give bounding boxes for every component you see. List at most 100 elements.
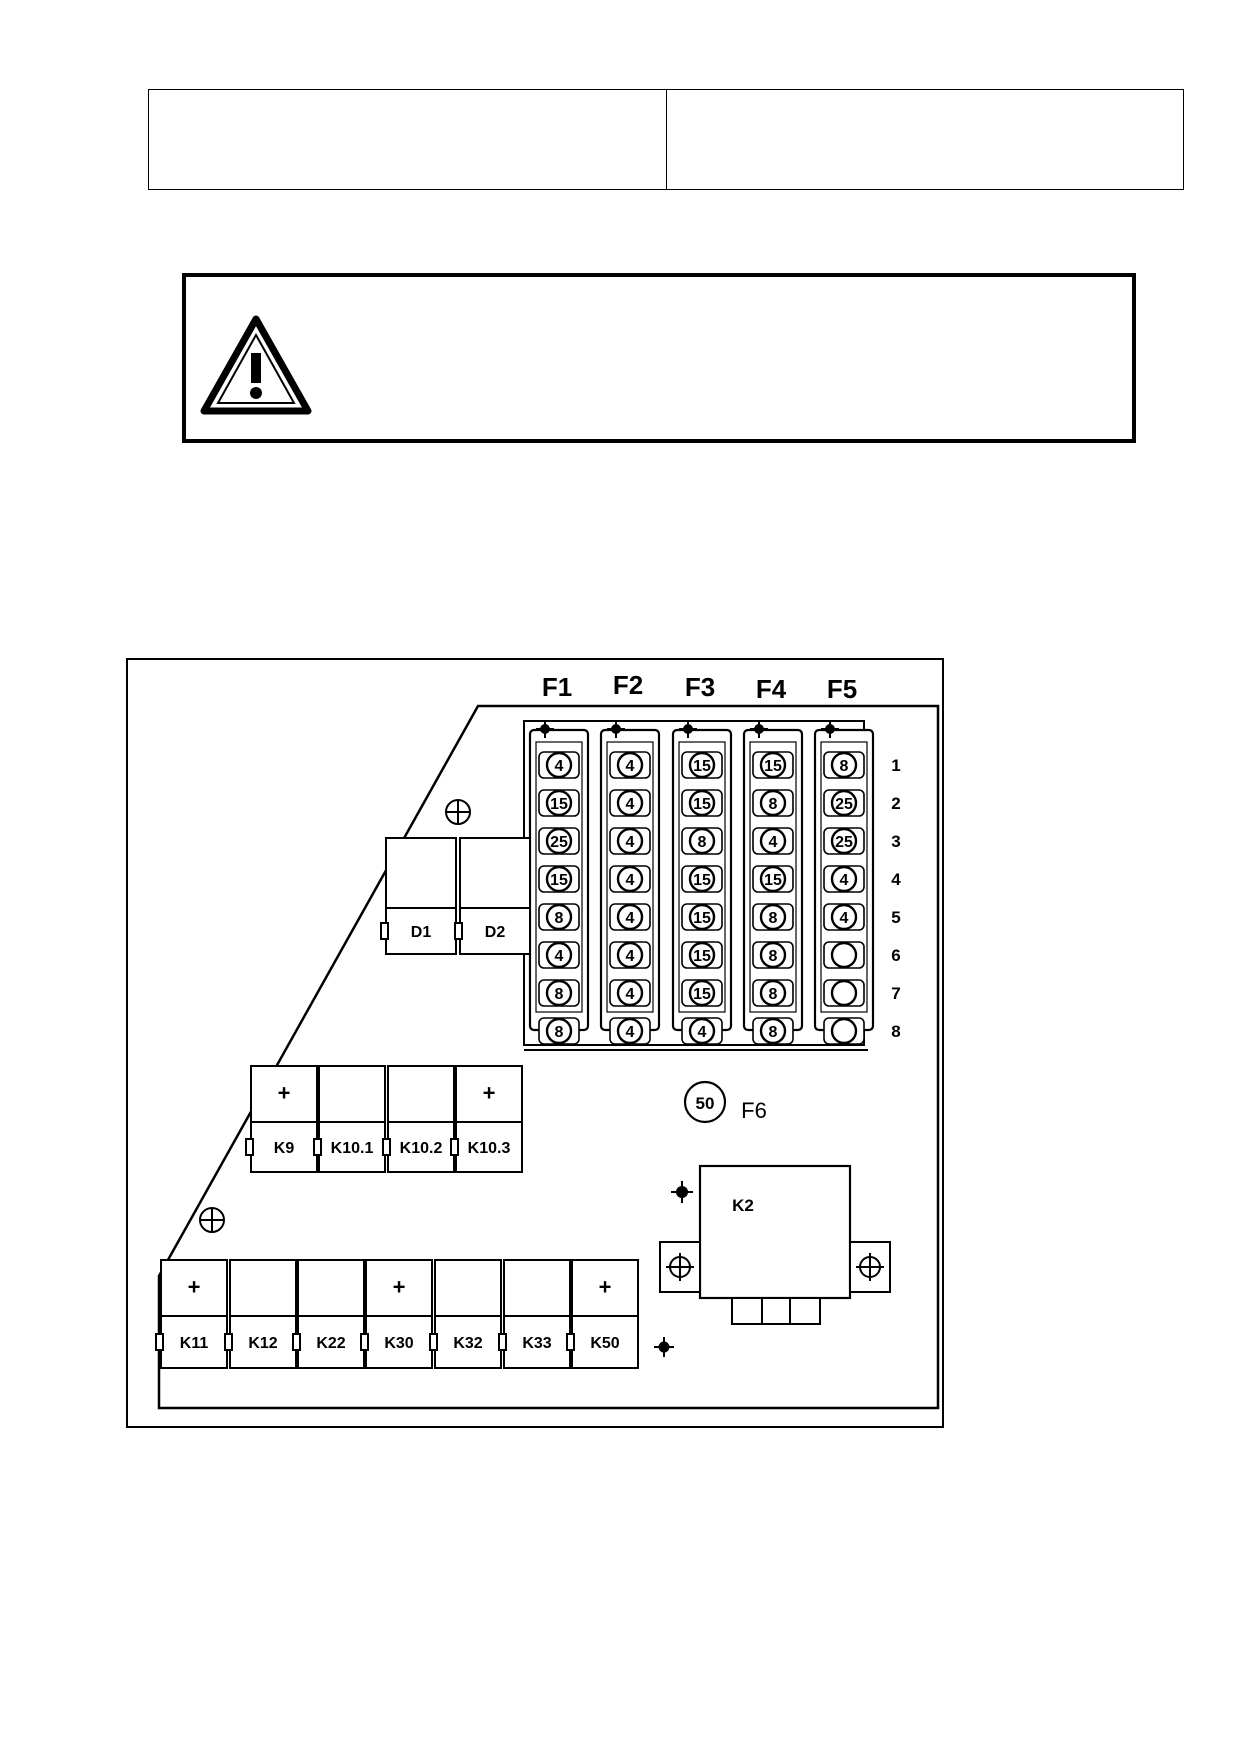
fuse-strip-inner [606, 741, 654, 1013]
fuse-row-number: 7 [891, 984, 900, 1003]
fuse-cap [688, 1017, 716, 1045]
fuse-rating: 25 [835, 834, 853, 851]
k2-label: K2 [732, 1196, 754, 1215]
fuse-rating: 8 [769, 986, 778, 1003]
fuse: 4 [609, 789, 651, 817]
relay-label: D1 [411, 924, 432, 941]
fuse: 15 [681, 751, 723, 779]
relay-plus-mark: + [393, 1275, 406, 1300]
main-fuse-cap [683, 1080, 727, 1124]
relay-k22: K22 [292, 1259, 365, 1369]
relay-top [160, 1259, 228, 1317]
fuse-rating: 4 [840, 872, 849, 889]
relay-label: K10.1 [331, 1140, 374, 1157]
relay-top [571, 1259, 639, 1317]
fuse-cap [688, 941, 716, 969]
relay-plus-mark: + [188, 1275, 201, 1300]
relay-tab [245, 1138, 254, 1156]
fuse-rating: 15 [693, 948, 711, 965]
relay-k10-2: K10.2 [382, 1065, 455, 1173]
screw-icon [654, 1337, 674, 1357]
fuse-row-number: 1 [891, 756, 900, 775]
fuse: 25 [538, 827, 580, 855]
fuse [823, 941, 865, 969]
relay-base [455, 1121, 523, 1173]
fuse: 8 [752, 979, 794, 1007]
fuse-strip-inner [820, 741, 868, 1013]
k2-body [698, 1164, 852, 1300]
relay-tab [429, 1333, 438, 1351]
fuse: 4 [609, 827, 651, 855]
fuse [823, 1017, 865, 1045]
fuse: 15 [681, 979, 723, 1007]
relay-base [365, 1315, 433, 1369]
fuse-cap [616, 827, 644, 855]
relay-label: K22 [316, 1335, 345, 1352]
relay-tab [313, 1138, 322, 1156]
fuse-rating: 8 [555, 1024, 564, 1041]
fuse-cap [830, 979, 858, 1007]
fuse-cap [688, 789, 716, 817]
relay-label: K10.3 [468, 1140, 511, 1157]
header-cell-left [149, 90, 666, 189]
k2-connector [731, 1297, 821, 1325]
fuse-rating: 15 [764, 872, 782, 889]
relay-label: K10.2 [400, 1140, 443, 1157]
fuse: 8 [752, 941, 794, 969]
fuse: 8 [823, 751, 865, 779]
fuse: 4 [538, 751, 580, 779]
relay-top [250, 1065, 318, 1123]
fuse-rating: 4 [626, 986, 635, 1003]
fuse-strip-inner [535, 741, 583, 1013]
fuse-strip-label: F4 [756, 674, 787, 704]
fuse-row-number: 8 [891, 1022, 900, 1041]
fuse-cap [830, 827, 858, 855]
fuse-cap [830, 903, 858, 931]
fuse-rating: 15 [693, 910, 711, 927]
fuse: 15 [681, 903, 723, 931]
fuse-strip-label: F5 [827, 674, 857, 704]
fuse-rating: 4 [555, 758, 564, 775]
relay-k33: K33 [498, 1259, 571, 1369]
fuse: 15 [538, 789, 580, 817]
fuse-rating: 4 [626, 758, 635, 775]
relay-plus-mark: + [483, 1081, 496, 1106]
fuse-rating: 25 [550, 834, 568, 851]
screw-icon [679, 720, 697, 738]
fuse-rating: 4 [626, 948, 635, 965]
fuse-cap [759, 865, 787, 893]
relay-top [229, 1259, 297, 1317]
relay-label: K11 [180, 1335, 209, 1352]
relay-top [318, 1065, 386, 1123]
relay-k11: + K11 [155, 1259, 228, 1369]
screw-icon [671, 1181, 693, 1203]
relay-base [571, 1315, 639, 1369]
relay-label: K9 [274, 1140, 295, 1157]
main-fuse-label: F6 [741, 1098, 767, 1123]
fuse-cap [545, 789, 573, 817]
fuse-rating: 15 [693, 758, 711, 775]
fuse: 8 [681, 827, 723, 855]
screw-icon [536, 720, 554, 738]
fuse-cap [616, 789, 644, 817]
relay-top [297, 1259, 365, 1317]
relay-top [503, 1259, 571, 1317]
relay-tab [292, 1333, 301, 1351]
relay-base [385, 907, 457, 955]
fuse-rating: 4 [626, 834, 635, 851]
relay-tab [382, 1138, 391, 1156]
screw-icon [607, 720, 625, 738]
relay-label: K32 [453, 1335, 482, 1352]
screw-icon [750, 720, 768, 738]
fuse-row-number: 4 [891, 870, 901, 889]
fuse: 4 [823, 865, 865, 893]
fuse-rating: 15 [550, 796, 568, 813]
fuse-strip-label: F1 [542, 672, 572, 702]
relay-top [459, 837, 531, 909]
fuse-rating: 8 [769, 796, 778, 813]
relay-k50: +K50 [566, 1259, 639, 1369]
